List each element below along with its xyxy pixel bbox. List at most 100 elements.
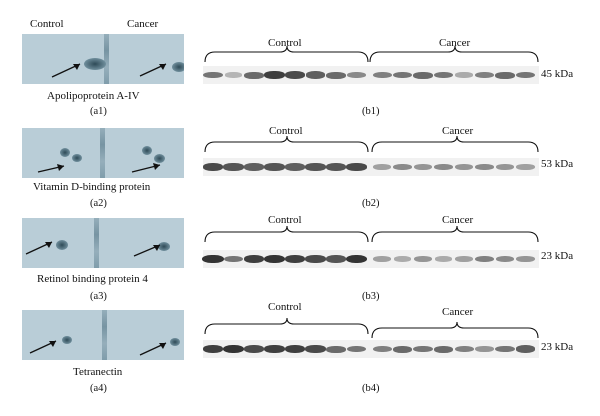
control-band — [202, 163, 224, 171]
control-band — [347, 71, 366, 79]
control-band — [223, 255, 244, 263]
cancer-band — [475, 255, 494, 263]
blot-control-label: Control — [268, 301, 302, 313]
panel-label-a: (a3) — [90, 291, 107, 302]
blot-control-label: Control — [268, 37, 302, 49]
cancer-band — [475, 71, 494, 79]
control-band — [305, 345, 326, 353]
gel-header-cancer: Cancer — [127, 18, 159, 30]
arrow-icon — [51, 63, 167, 78]
panel-label-a: (a2) — [90, 198, 107, 209]
cancer-band — [475, 163, 494, 171]
cancer-band — [495, 255, 515, 263]
cancer-band — [434, 163, 453, 171]
gel-header-control: Control — [30, 18, 64, 30]
control-band — [284, 345, 306, 353]
blot-cancer-label: Cancer — [442, 306, 474, 318]
control-band — [346, 345, 367, 353]
control-band — [326, 345, 346, 353]
panel-label-b: (b4) — [362, 383, 380, 394]
cancer-band — [454, 164, 474, 170]
control-band — [325, 163, 347, 171]
cancer-band — [495, 345, 515, 353]
panel-label-b: (b3) — [362, 291, 380, 302]
bracket-control — [204, 225, 539, 243]
arrow-icon — [25, 241, 161, 257]
kda-label: 45 kDa — [541, 68, 574, 80]
cancer-band — [392, 345, 413, 353]
control-band — [284, 255, 306, 263]
control-band — [346, 163, 367, 171]
panel-label-b: (b2) — [362, 198, 380, 209]
cancer-band — [413, 345, 433, 353]
cancer-band — [413, 164, 433, 170]
control-band — [223, 163, 244, 171]
control-band — [325, 255, 347, 263]
cancer-band — [454, 256, 474, 262]
control-band — [222, 344, 245, 354]
blot-control-label: Control — [269, 125, 303, 137]
cancer-band — [495, 164, 515, 170]
cancer-band — [393, 256, 412, 262]
control-band — [244, 163, 264, 171]
cancer-band — [434, 256, 453, 262]
control-band — [243, 345, 265, 353]
control-band — [305, 255, 326, 263]
blot-strip-b3 — [203, 250, 539, 268]
protein-name: Apolipoprotein A-IV — [47, 90, 140, 102]
blot-control-label: Control — [268, 214, 302, 226]
cancer-band — [515, 345, 536, 353]
control-band — [264, 71, 285, 79]
cancer-band — [516, 164, 535, 170]
control-band — [345, 254, 368, 264]
blot-cancer-label: Cancer — [442, 214, 474, 226]
blot-strip-b4 — [203, 340, 539, 358]
control-band — [224, 72, 243, 78]
protein-name: Vitamin D-binding protein — [33, 181, 151, 193]
panel-label-a: (a4) — [90, 383, 107, 394]
control-band — [326, 71, 346, 79]
control-band — [203, 71, 223, 79]
blot-cancer-label: Cancer — [442, 125, 474, 137]
blot-cancer-label: Cancer — [439, 37, 471, 49]
bracket-control — [204, 317, 539, 339]
cancer-band — [392, 71, 413, 79]
control-band — [284, 71, 306, 79]
cancer-band — [372, 345, 392, 353]
cancer-band — [413, 256, 433, 262]
cancer-band — [393, 163, 412, 171]
kda-label: 53 kDa — [541, 158, 574, 170]
protein-name: Retinol binding protein 4 — [37, 273, 148, 285]
cancer-band — [372, 164, 392, 170]
bracket-control — [204, 45, 539, 63]
cancer-band — [454, 345, 474, 353]
arrow-icon — [29, 340, 167, 356]
panel-label-b: (b1) — [362, 106, 380, 117]
cancer-band — [413, 71, 433, 79]
gel-image-a1 — [22, 34, 184, 84]
blot-strip-b2 — [203, 158, 539, 176]
cancer-band — [433, 345, 454, 353]
control-band — [263, 254, 286, 264]
cancer-band — [515, 71, 536, 79]
control-band — [264, 163, 285, 171]
cancer-band — [516, 256, 535, 262]
kda-label: 23 kDa — [541, 250, 574, 262]
gel-image-a4 — [22, 310, 184, 360]
cancer-band — [455, 72, 473, 78]
control-band — [243, 255, 265, 263]
cancer-band — [372, 71, 392, 79]
cancer-band — [372, 256, 392, 262]
cancer-band — [433, 71, 454, 79]
control-band — [244, 71, 264, 79]
control-band — [264, 345, 285, 353]
cancer-band — [475, 346, 494, 352]
control-band — [202, 345, 224, 353]
cancer-band — [495, 71, 515, 79]
arrow-icon — [37, 163, 161, 173]
protein-name: Tetranectin — [73, 366, 123, 378]
panel-label-a: (a1) — [90, 106, 107, 117]
control-band — [305, 163, 326, 171]
kda-label: 23 kDa — [541, 341, 574, 353]
control-band — [202, 254, 224, 264]
